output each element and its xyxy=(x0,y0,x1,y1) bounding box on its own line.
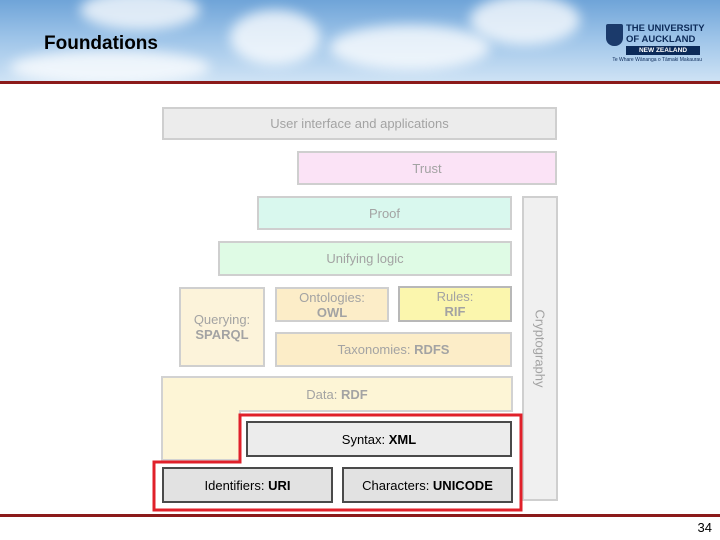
logo-tagline: Te Whare Wānanga o Tāmaki Makaurau xyxy=(612,57,702,63)
footer-rule xyxy=(0,514,720,517)
slide-title: Foundations xyxy=(44,33,158,54)
logo-line-3: NEW ZEALAND xyxy=(638,47,688,54)
layer-user-interface: User interface and applications xyxy=(162,107,557,140)
logo-line-2: OF AUCKLAND xyxy=(626,34,696,45)
layer-trust: Trust xyxy=(297,151,557,185)
layer-unifying-logic: Unifying logic xyxy=(218,241,512,276)
layer-characters: Characters: UNICODE xyxy=(342,467,513,503)
slide-header: Foundations THE UNIVERSITY OF AUCKLAND N… xyxy=(0,0,720,82)
page-number: 34 xyxy=(697,520,712,535)
layer-querying: Querying: SPARQL xyxy=(179,287,265,367)
layer-rules: Rules: RIF xyxy=(398,286,512,322)
layer-syntax: Syntax: XML xyxy=(246,421,512,457)
crest-icon xyxy=(606,24,623,46)
layer-cryptography: Cryptography xyxy=(522,196,558,501)
header-rule xyxy=(0,81,720,84)
layer-taxonomies: Taxonomies: RDFS xyxy=(275,332,512,367)
layer-ontologies: Ontologies: OWL xyxy=(275,287,389,322)
university-logo: THE UNIVERSITY OF AUCKLAND NEW ZEALAND T… xyxy=(606,23,705,64)
logo-line-1: THE UNIVERSITY xyxy=(626,23,705,34)
layer-identifiers: Identifiers: URI xyxy=(162,467,333,503)
layer-data: Data: RDF xyxy=(306,386,368,402)
layer-proof: Proof xyxy=(257,196,512,230)
